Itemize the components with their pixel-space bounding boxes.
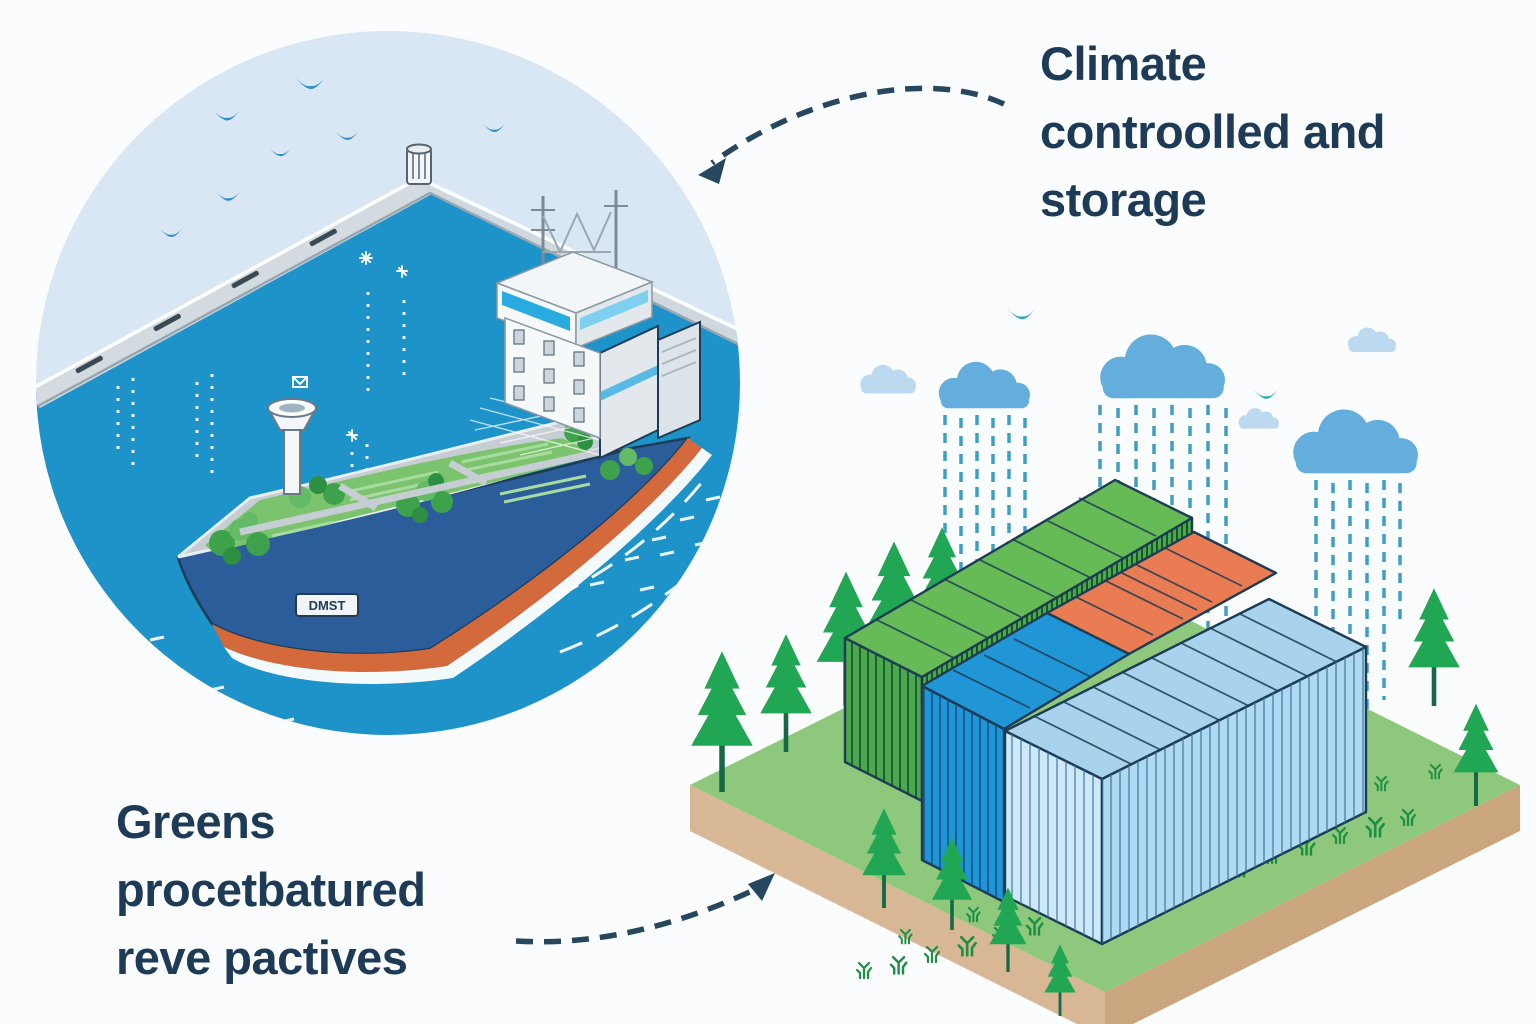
cloud-icon	[1293, 409, 1418, 474]
cloud-icon	[938, 361, 1030, 409]
container-green-icon	[843, 478, 1194, 803]
cloud-icon	[1100, 334, 1225, 399]
platform-dirt-left	[690, 785, 1105, 1024]
platform-dirt-right	[1105, 785, 1520, 1024]
caption-greens-practices: Greens procetbatured reve pactives	[116, 788, 426, 992]
ship-keel-stripe	[212, 438, 702, 672]
caption-line: controolled and	[1040, 105, 1386, 158]
caption-line: storage	[1040, 173, 1207, 226]
caption-climate-storage: Climate controolled and storage	[1040, 30, 1386, 234]
caption-line: reve pactives	[116, 931, 408, 984]
bridge-windows	[513, 329, 585, 423]
garden-bed-icon	[177, 397, 656, 565]
container-stack	[843, 478, 1368, 946]
funnel-icon	[266, 398, 318, 495]
arrowhead-icon	[748, 873, 775, 901]
cleat-icon	[75, 228, 337, 374]
cloud-icon	[1348, 327, 1396, 352]
pine-tree-icon	[1408, 588, 1460, 706]
ship-vignette: DMST	[36, 31, 740, 735]
storage-yard-illustration	[690, 305, 1520, 1024]
container-lightblue-icon	[1003, 597, 1368, 946]
ship-nameplate: DMST	[295, 593, 359, 617]
cloud-icon	[1238, 408, 1279, 429]
dashed-arrow-top	[698, 85, 1006, 184]
container-blue-icon	[920, 611, 1131, 904]
caption-line: Greens	[116, 795, 275, 848]
dashed-arrow-bottom	[515, 873, 775, 945]
arrowhead-icon	[698, 158, 726, 184]
cargo-ship-icon: DMST	[149, 190, 740, 735]
ship-name-text: DMST	[309, 598, 346, 613]
cloud-icon	[860, 364, 916, 394]
bird-icon	[1006, 305, 1038, 320]
bird-icon	[1252, 386, 1281, 399]
bollard-icon	[406, 143, 432, 185]
caption-line: Climate	[1040, 37, 1207, 90]
bridge-icon	[494, 190, 701, 460]
caption-line: procetbatured	[116, 863, 426, 916]
water-sparkles	[116, 251, 408, 556]
